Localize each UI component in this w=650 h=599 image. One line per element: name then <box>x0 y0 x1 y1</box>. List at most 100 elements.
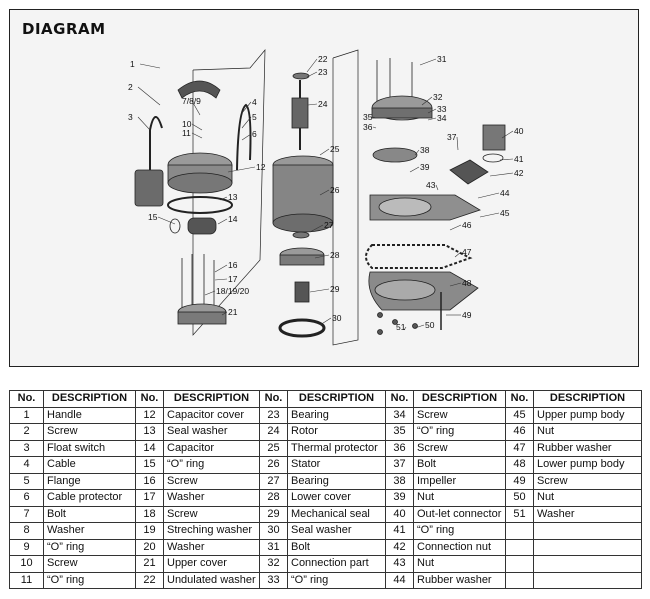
callout-label-48: 48 <box>462 278 472 288</box>
part-number-cell: 22 <box>135 571 164 589</box>
part-number-cell: 12 <box>135 406 164 424</box>
column-header-description: DESCRIPTION <box>43 390 136 408</box>
callout-label-11: 11 <box>182 128 191 138</box>
part-description-cell: Mechanical seal <box>287 505 386 523</box>
part-description-cell: Rubber washer <box>413 571 506 589</box>
callout-label-40: 40 <box>514 126 524 136</box>
column-header-number: No. <box>385 390 414 408</box>
callout-leader-line <box>501 130 514 139</box>
callout-label-50: 50 <box>425 320 435 330</box>
part-number-cell: 28 <box>259 489 288 507</box>
callout-label-38: 38 <box>420 145 430 155</box>
part-description-cell: Lower pump body <box>533 456 642 474</box>
part-description-cell: Nut <box>413 555 506 573</box>
part-number-cell: 26 <box>259 456 288 474</box>
part-number-cell: 10 <box>9 555 44 573</box>
part-number-cell <box>505 538 534 556</box>
part-description-cell: Undulated washer <box>163 571 260 589</box>
callout-leader-line <box>307 103 318 106</box>
callout-label-31: 31 <box>437 54 447 64</box>
part-number-cell: 50 <box>505 489 534 507</box>
part-description-cell: Capacitor cover <box>163 406 260 424</box>
part-description-cell: “O” ring <box>287 571 386 589</box>
callout-leader-line <box>191 132 203 139</box>
callout-leader-line <box>241 133 252 141</box>
part-description-cell: Handle <box>43 406 136 424</box>
callout-label-43: 43 <box>426 180 436 190</box>
part-number-cell: 42 <box>385 538 414 556</box>
callout-leaders <box>137 58 514 331</box>
part-number-cell: 34 <box>385 406 414 424</box>
part-number-cell: 25 <box>259 439 288 457</box>
pump-parts-drawing <box>134 49 506 346</box>
part-number-cell <box>505 571 534 589</box>
part-description-cell: Seal washer <box>287 522 386 540</box>
callout-leader-line <box>454 251 462 258</box>
part-description-cell: Screw <box>43 423 136 441</box>
part-description-cell <box>533 555 642 573</box>
callout-label-46: 46 <box>462 220 472 230</box>
callout-leader-line <box>419 58 437 66</box>
callout-label-37: 37 <box>447 132 457 142</box>
callout-leader-line <box>314 254 330 259</box>
part-description-cell: Streching washer <box>163 522 260 540</box>
part-number-cell: 38 <box>385 472 414 490</box>
part-description-cell <box>533 538 642 556</box>
part-description-cell: Seal washer <box>163 423 260 441</box>
callout-label-1: 1 <box>130 59 135 69</box>
column-header-number: No. <box>505 390 534 408</box>
part-description-cell: Washer <box>163 538 260 556</box>
part-description-cell: “O” ring <box>43 538 136 556</box>
callout-label-33: 33 <box>437 104 447 114</box>
callout-leader-line <box>309 288 330 293</box>
callout-label-5: 5 <box>252 112 257 122</box>
callout-leader-line <box>221 311 228 316</box>
part-number-cell: 33 <box>259 571 288 589</box>
part-number-cell: 23 <box>259 406 288 424</box>
callout-label-36: 36 <box>363 122 373 132</box>
callout-leader-line <box>191 100 201 116</box>
part-description-cell: Bolt <box>413 456 506 474</box>
callout-label-47: 47 <box>462 247 472 257</box>
part-description-cell: Bearing <box>287 472 386 490</box>
callout-label-18-19-20: 18/19/20 <box>216 286 249 296</box>
callout-leader-line <box>489 172 514 177</box>
part-number-cell: 2 <box>9 423 44 441</box>
part-number-cell: 15 <box>135 456 164 474</box>
part-description-cell: Cable protector <box>43 489 136 507</box>
callout-label-15: 15 <box>148 212 158 222</box>
part-description-cell: Rotor <box>287 423 386 441</box>
callout-label-12: 12 <box>256 162 266 172</box>
callout-label-4: 4 <box>252 97 257 107</box>
part-number-cell: 46 <box>505 423 534 441</box>
callout-leader-line <box>372 116 377 119</box>
part-number-cell: 41 <box>385 522 414 540</box>
callout-label-30: 30 <box>332 313 342 323</box>
callout-leader-line <box>137 116 151 131</box>
callout-leader-line <box>449 282 462 287</box>
part-number-cell: 36 <box>385 439 414 457</box>
part-number-cell: 17 <box>135 489 164 507</box>
part-description-cell: Stator <box>287 456 386 474</box>
callout-label-29: 29 <box>330 284 340 294</box>
part-description-cell: Bearing <box>287 406 386 424</box>
part-description-cell: Capacitor <box>163 439 260 457</box>
callout-leader-line <box>217 218 228 225</box>
callout-label-27: 27 <box>324 220 334 230</box>
part-number-cell: 20 <box>135 538 164 556</box>
callout-label-10: 10 <box>182 119 192 129</box>
part-number-cell: 7 <box>9 505 44 523</box>
part-description-cell: “O” ring <box>413 522 506 540</box>
part-description-cell: Screw <box>413 406 506 424</box>
part-description-cell: Connection part <box>287 555 386 573</box>
part-number-cell: 6 <box>9 489 44 507</box>
callout-leader-line <box>139 63 161 69</box>
part-description-cell: “O” ring <box>413 423 506 441</box>
callout-label-39: 39 <box>420 162 430 172</box>
